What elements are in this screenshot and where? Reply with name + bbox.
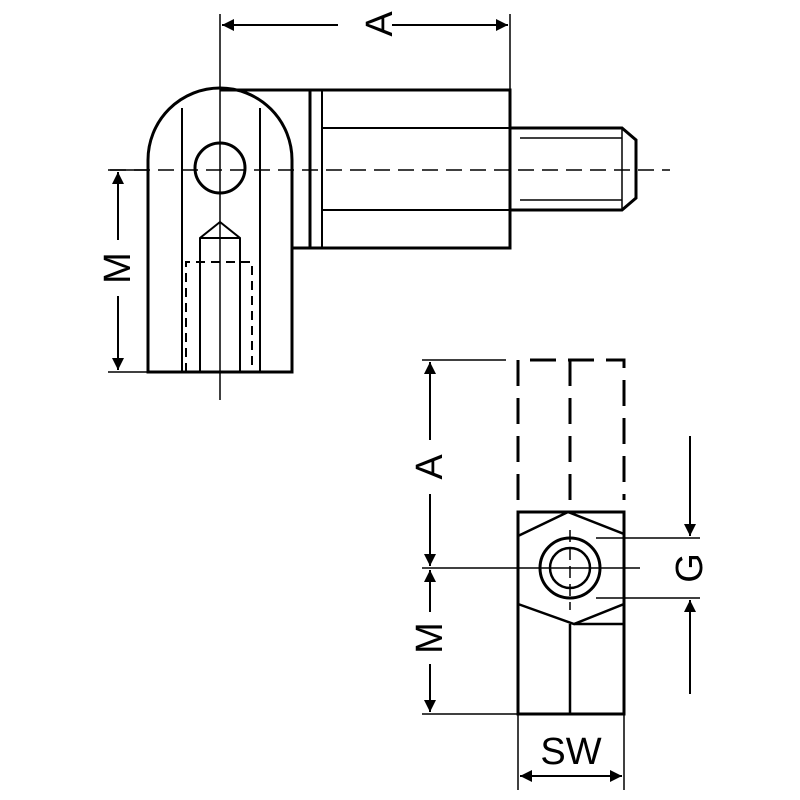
dim-label-m-right: M — [409, 622, 451, 654]
front-view — [422, 358, 700, 790]
internal-bore-tip — [199, 220, 241, 372]
dim-label-g: G — [669, 553, 711, 583]
dim-label-sw: SW — [540, 731, 601, 773]
internal-thread-dashed — [185, 261, 253, 372]
side-view — [108, 14, 670, 400]
hex-section — [308, 88, 512, 250]
threaded-pin — [510, 126, 638, 212]
hex-nut-front — [517, 510, 626, 626]
dim-label-a-right: A — [409, 454, 451, 480]
dim-label-a-top: A — [359, 11, 401, 37]
cross-hole — [193, 141, 247, 195]
dim-label-m-left: M — [97, 252, 139, 284]
angle-body-outline — [146, 86, 294, 374]
